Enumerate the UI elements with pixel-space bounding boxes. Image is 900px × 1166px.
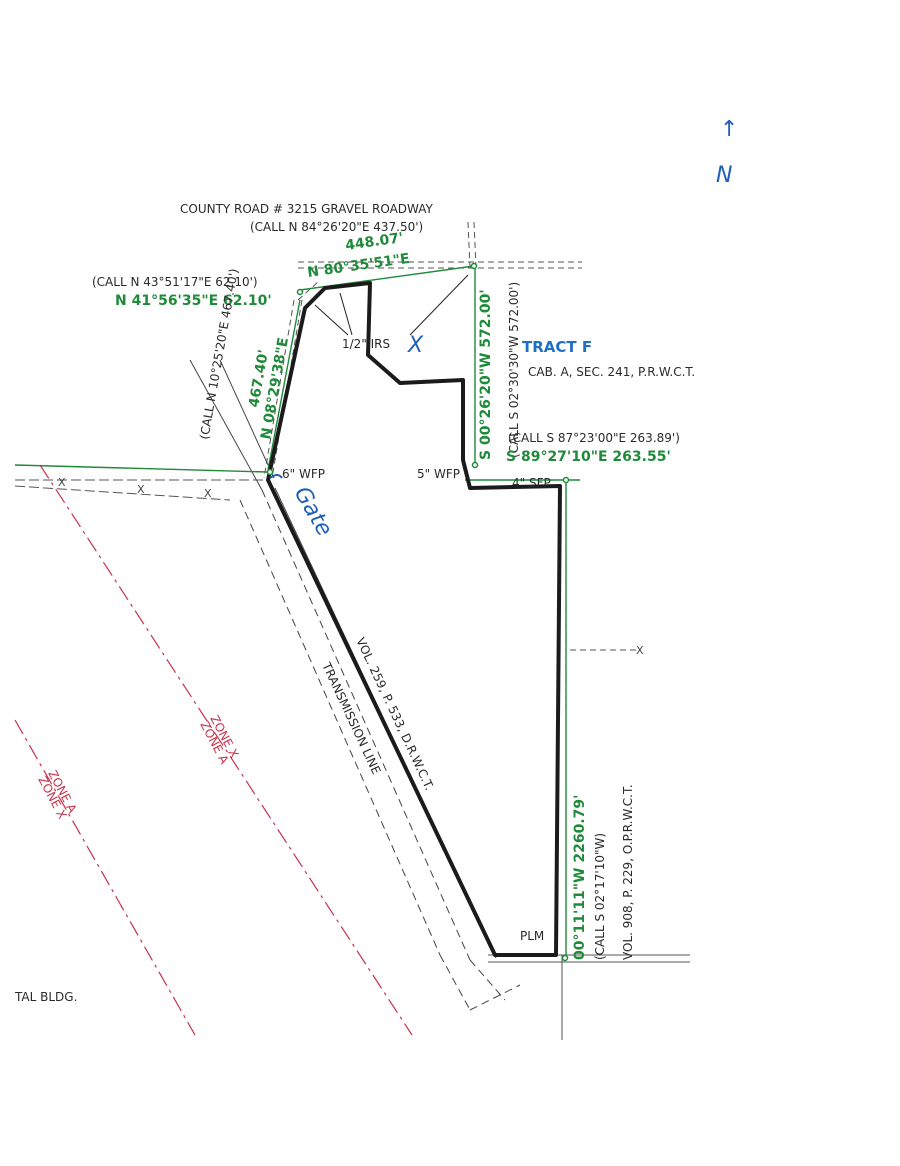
handwritten-x-mark: X xyxy=(407,333,424,358)
transmission-corridor xyxy=(189,359,521,1011)
irs-label: 1/2" IRS xyxy=(342,337,390,351)
east-south-call-label: (CALL S 02°17'10"W) xyxy=(593,833,607,960)
north-arrow-icon: ↑ xyxy=(720,117,738,142)
fence-mark: X xyxy=(137,483,145,496)
fence-mark: X xyxy=(204,487,212,500)
northwest-bearing-label: N 41°56'35"E 62.10' xyxy=(115,293,272,309)
plm-label: PLM xyxy=(520,929,544,943)
road-name-label: COUNTY ROAD # 3215 GRAVEL ROADWAY xyxy=(180,202,434,216)
road-call-label: (CALL N 84°26'20"E 437.50') xyxy=(250,220,423,234)
tract-boundary xyxy=(266,281,562,957)
south-bearing-label: S 89°27'10"E 263.55' xyxy=(506,449,671,465)
fence-mark: X xyxy=(58,476,66,489)
building-label: TAL BLDG. xyxy=(14,990,77,1004)
northwest-call-label: (CALL N 43°51'17"E 62.10') xyxy=(92,275,258,289)
east-north-bearing-label: S 00°26'20"W 572.00' xyxy=(478,289,494,460)
south-call-label: (CALL S 87°23'00"E 263.89') xyxy=(508,431,680,445)
transmission-volume-label: VOL. 259, P. 533, D.R.W.C.T. xyxy=(353,635,436,792)
east-south-volume-label: VOL. 908, P. 229, O.P.R.W.C.T. xyxy=(621,784,635,960)
tract-reference-label: CAB. A, SEC. 241, P.R.W.C.T. xyxy=(528,365,695,379)
monument-markers xyxy=(266,262,570,962)
sfp-label: 4" SFP xyxy=(512,476,551,490)
east-south-bearing-label: 00°11'11"W 2260.79' xyxy=(572,795,588,960)
tract-name-label: TRACT F xyxy=(522,338,592,356)
gate-marker-icon xyxy=(269,474,283,479)
east-north-call-label: (CALL S 02°30'30"W 572.00') xyxy=(507,282,521,458)
north-label: N xyxy=(716,163,732,188)
wfp-east-label: 5" WFP xyxy=(417,467,460,481)
fence-mark: X xyxy=(636,644,644,657)
road-edges xyxy=(263,221,582,479)
wfp-west-label: 6" WFP xyxy=(282,467,325,481)
flood-zone-lines xyxy=(14,464,413,1036)
irs-leaders xyxy=(314,274,469,336)
